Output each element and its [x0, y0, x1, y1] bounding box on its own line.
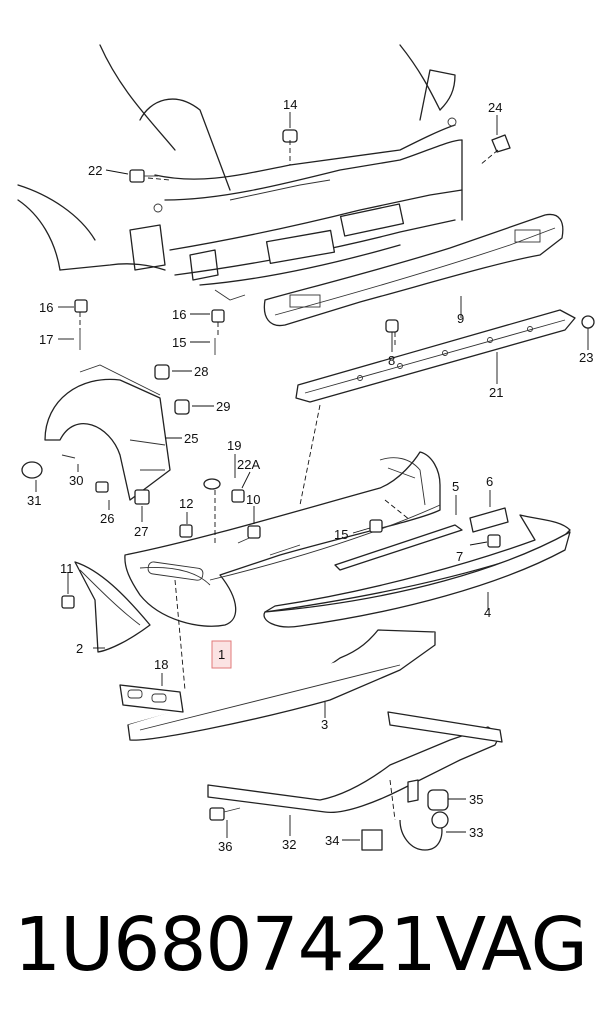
callout-16-left: 16	[39, 300, 53, 315]
footer: 1U6807421 VAG	[0, 895, 600, 995]
part-number: 1U6807421	[14, 902, 437, 988]
callout-35: 35	[469, 792, 483, 807]
towing-bracket	[207, 711, 503, 851]
bumper-carrier	[263, 213, 564, 327]
callout-14: 14	[283, 97, 297, 112]
callout-23: 23	[579, 350, 593, 365]
callout-22: 22	[88, 163, 102, 178]
callout-16-center: 16	[172, 307, 186, 322]
callout-15-mid: 15	[334, 527, 348, 542]
callout-3: 3	[321, 717, 328, 732]
callout-24: 24	[488, 100, 502, 115]
car-body-rear	[17, 44, 463, 301]
bumper-cover	[124, 451, 441, 627]
brand-label: VAG	[435, 902, 588, 988]
callout-26: 26	[100, 511, 114, 526]
callout-19: 19	[227, 438, 241, 453]
callout-22A: 22A	[237, 457, 260, 472]
callout-18: 18	[154, 657, 168, 672]
callout-labels: 14 24 22 16 17 16 15 28 29 25 31 30 26 2…	[27, 97, 593, 854]
strip-21	[295, 309, 576, 403]
callout-2: 2	[76, 641, 83, 656]
callout-1: 1	[218, 647, 225, 662]
callout-33: 33	[469, 825, 483, 840]
trim-strips	[263, 514, 571, 628]
callout-27: 27	[134, 524, 148, 539]
callout-10: 10	[246, 492, 260, 507]
callout-7: 7	[456, 549, 463, 564]
bracket-18	[119, 684, 184, 713]
callout-12: 12	[179, 496, 193, 511]
leader-lines	[35, 112, 589, 841]
callout-25: 25	[184, 431, 198, 446]
mud-flap	[74, 561, 151, 653]
callout-31: 31	[27, 493, 41, 508]
callout-29: 29	[216, 399, 230, 414]
callout-32: 32	[282, 837, 296, 852]
exploded-parts-diagram: 14 24 22 16 17 16 15 28 29 25 31 30 26 2…	[17, 44, 595, 854]
callout-36: 36	[218, 839, 232, 854]
callout-17: 17	[39, 332, 53, 347]
wheel-housing-liner	[44, 364, 171, 501]
callout-8: 8	[388, 353, 395, 368]
lower-spoiler	[127, 629, 436, 741]
callout-15-top: 15	[172, 335, 186, 350]
callout-21: 21	[489, 385, 503, 400]
callout-4: 4	[484, 605, 491, 620]
fasteners	[21, 129, 595, 821]
callout-30: 30	[69, 473, 83, 488]
assembly-lines	[79, 140, 499, 821]
bracket-6	[469, 507, 509, 533]
callout-6: 6	[486, 474, 493, 489]
callout-28: 28	[194, 364, 208, 379]
part-1-highlight	[211, 640, 232, 669]
callout-5: 5	[452, 479, 459, 494]
callout-34: 34	[325, 833, 339, 848]
callout-11: 11	[60, 561, 74, 576]
callout-9: 9	[457, 311, 464, 326]
